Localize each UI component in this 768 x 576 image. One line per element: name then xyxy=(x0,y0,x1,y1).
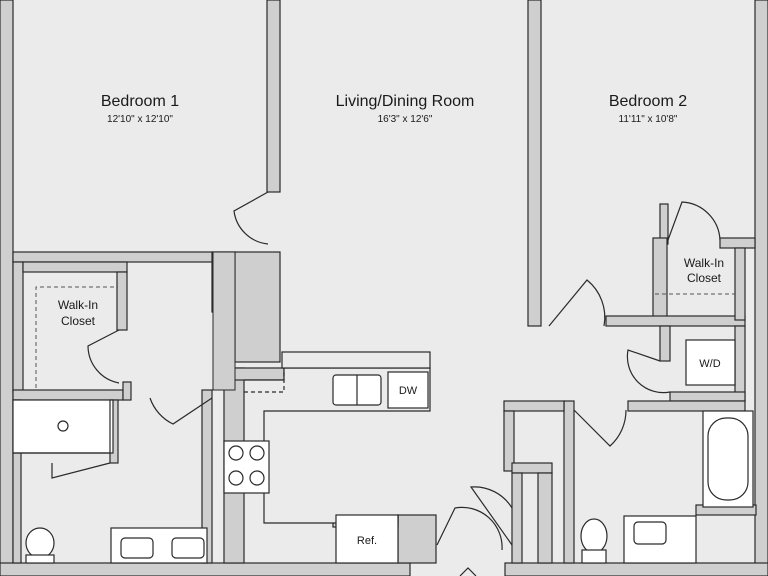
bath2-fixtures xyxy=(580,339,754,564)
doors xyxy=(51,191,721,551)
bedroom2-name: Bedroom 2 xyxy=(609,93,687,110)
door-bath2 xyxy=(573,409,627,447)
closet-shelves xyxy=(35,286,735,388)
closet2-line2: Closet xyxy=(687,271,722,285)
door-wd xyxy=(626,349,671,394)
shaft xyxy=(212,251,236,391)
door-entry xyxy=(436,486,513,551)
bedroom2-dims: 11'11" x 10'8" xyxy=(619,114,678,125)
bedroom1-dims: 12'10" x 12'10" xyxy=(107,114,173,125)
door-bath1 xyxy=(149,397,213,425)
dishwasher xyxy=(387,371,429,409)
bedroom1-name: Bedroom 1 xyxy=(101,93,179,110)
closet1-line1: Walk-In xyxy=(58,298,98,312)
refrigerator-label: Ref. xyxy=(357,535,377,547)
bath1-fixtures xyxy=(12,399,208,564)
stove xyxy=(223,440,270,494)
shower1 xyxy=(12,399,114,454)
counter-peninsula xyxy=(281,351,431,369)
toilet2 xyxy=(580,518,608,554)
dishwasher-label: DW xyxy=(399,385,418,397)
door-closet2 xyxy=(667,201,721,241)
door-bedroom1 xyxy=(233,191,269,245)
refrigerator xyxy=(335,514,399,564)
closet1-line2: Closet xyxy=(61,314,96,328)
counter-dashed-edge xyxy=(244,359,430,393)
door-closet1 xyxy=(87,329,120,384)
living-dims: 16'3" x 12'6" xyxy=(378,114,433,125)
door-shower1 xyxy=(51,462,111,479)
washer-dryer xyxy=(685,339,736,386)
entry-arrow-icon xyxy=(459,567,477,576)
interior-walls xyxy=(12,0,757,564)
washer-dryer-label: W/D xyxy=(699,358,720,370)
door-bedroom2 xyxy=(548,279,606,327)
kitchen xyxy=(223,351,431,564)
toilet1 xyxy=(25,527,55,559)
living-name: Living/Dining Room xyxy=(336,93,475,110)
labels: Bedroom 1 12'10" x 12'10" Living/Dining … xyxy=(58,93,724,547)
closet2-line1: Walk-In xyxy=(684,256,724,270)
